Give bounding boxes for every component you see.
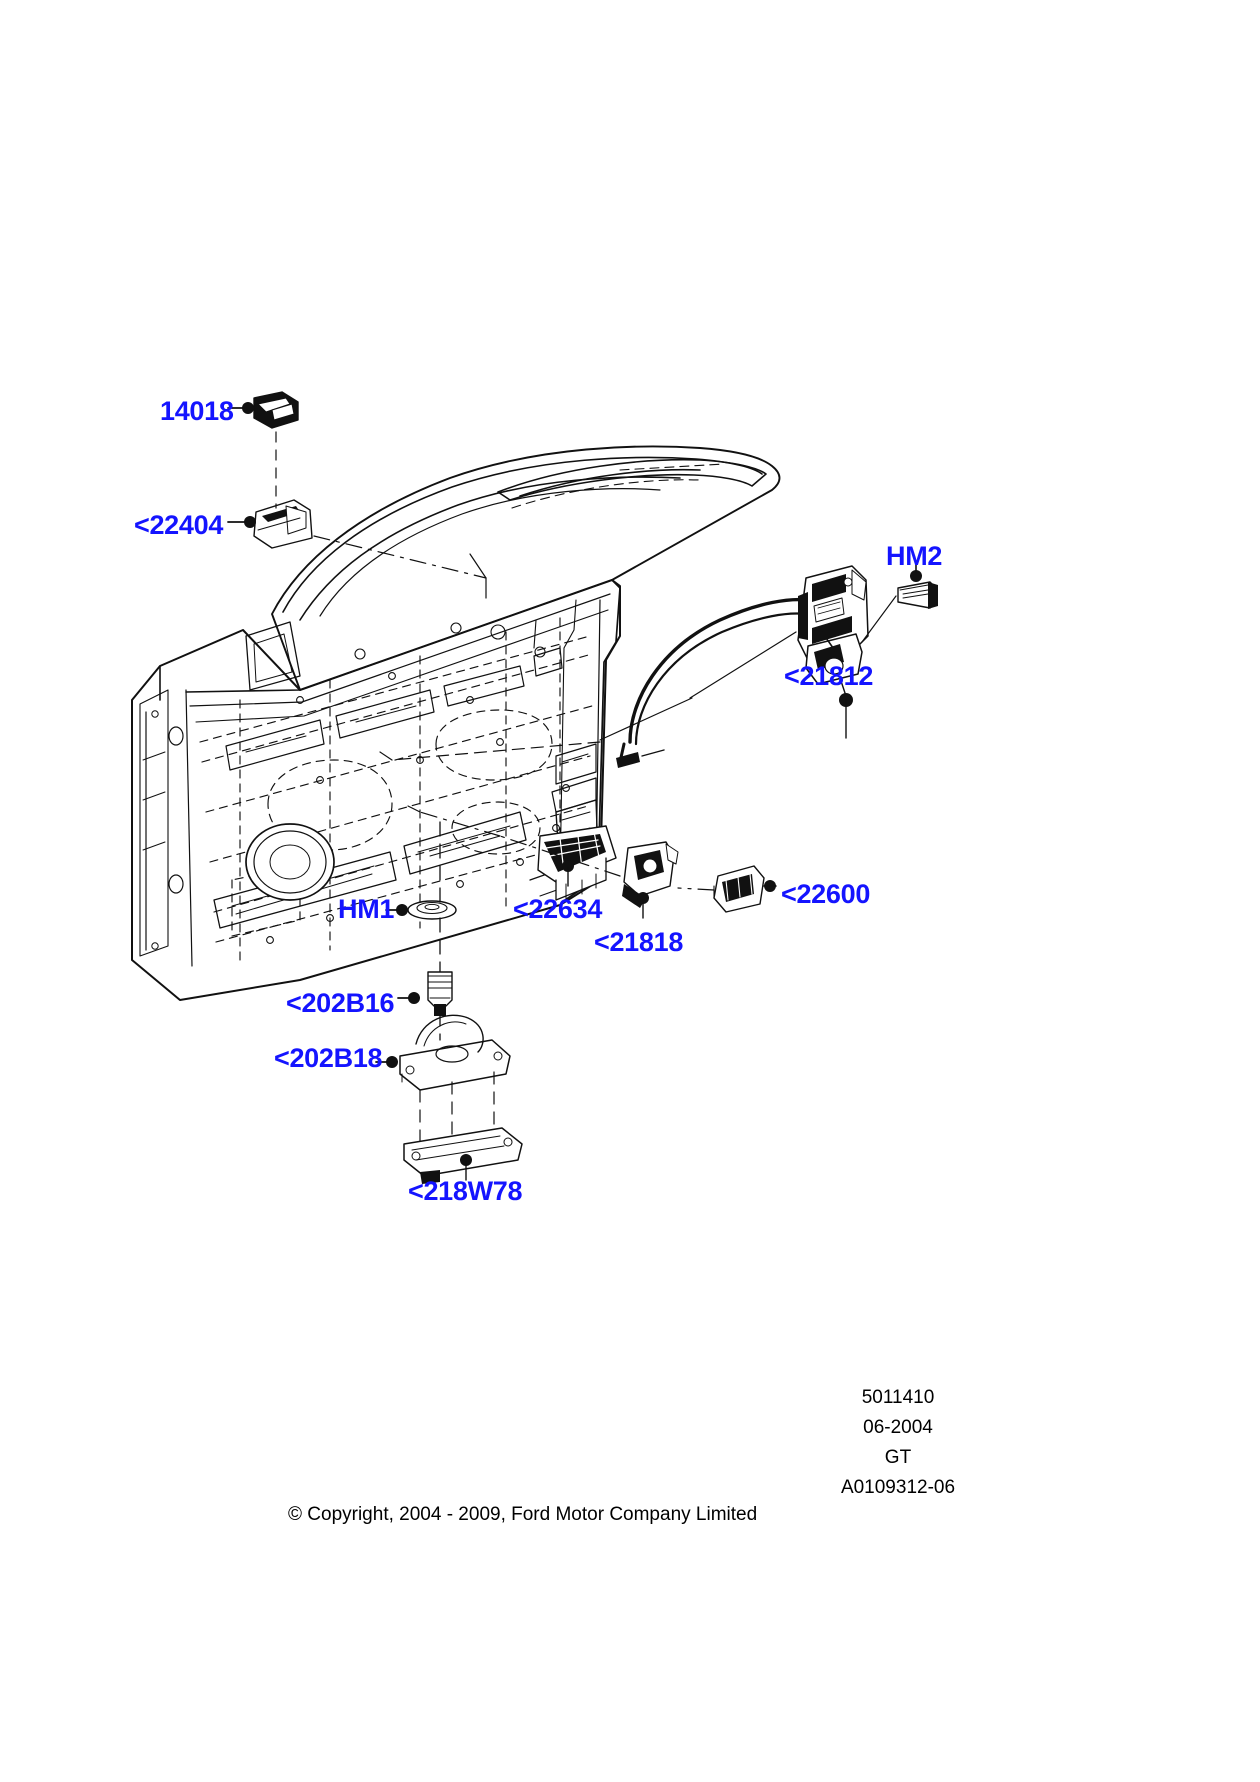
- callout-hm1[interactable]: HM1: [338, 894, 395, 924]
- copyright-notice: © Copyright, 2004 - 2009, Ford Motor Com…: [288, 1504, 758, 1525]
- callout-21818[interactable]: <21818: [594, 927, 684, 957]
- figure-id: A0109312-06: [840, 1477, 956, 1498]
- callout-22404[interactable]: <22404: [134, 510, 224, 540]
- callout-14018[interactable]: 14018: [160, 396, 234, 426]
- callout-202b16[interactable]: <202B16: [286, 988, 395, 1018]
- model-code: GT: [884, 1447, 912, 1468]
- callout-22634[interactable]: <22634: [513, 894, 603, 924]
- drawing-number: 5011410: [861, 1387, 935, 1408]
- callout-202b18[interactable]: <202B18: [274, 1043, 383, 1073]
- callout-21812[interactable]: <21812: [784, 661, 874, 691]
- callout-218w78[interactable]: <218W78: [408, 1176, 523, 1206]
- drawing-metadata: 5011410 06-2004 GT A0109312-06: [798, 1383, 998, 1503]
- drawing-date: 06-2004: [863, 1417, 933, 1438]
- callout-hm2[interactable]: HM2: [886, 541, 943, 571]
- callout-22600[interactable]: <22600: [781, 879, 871, 909]
